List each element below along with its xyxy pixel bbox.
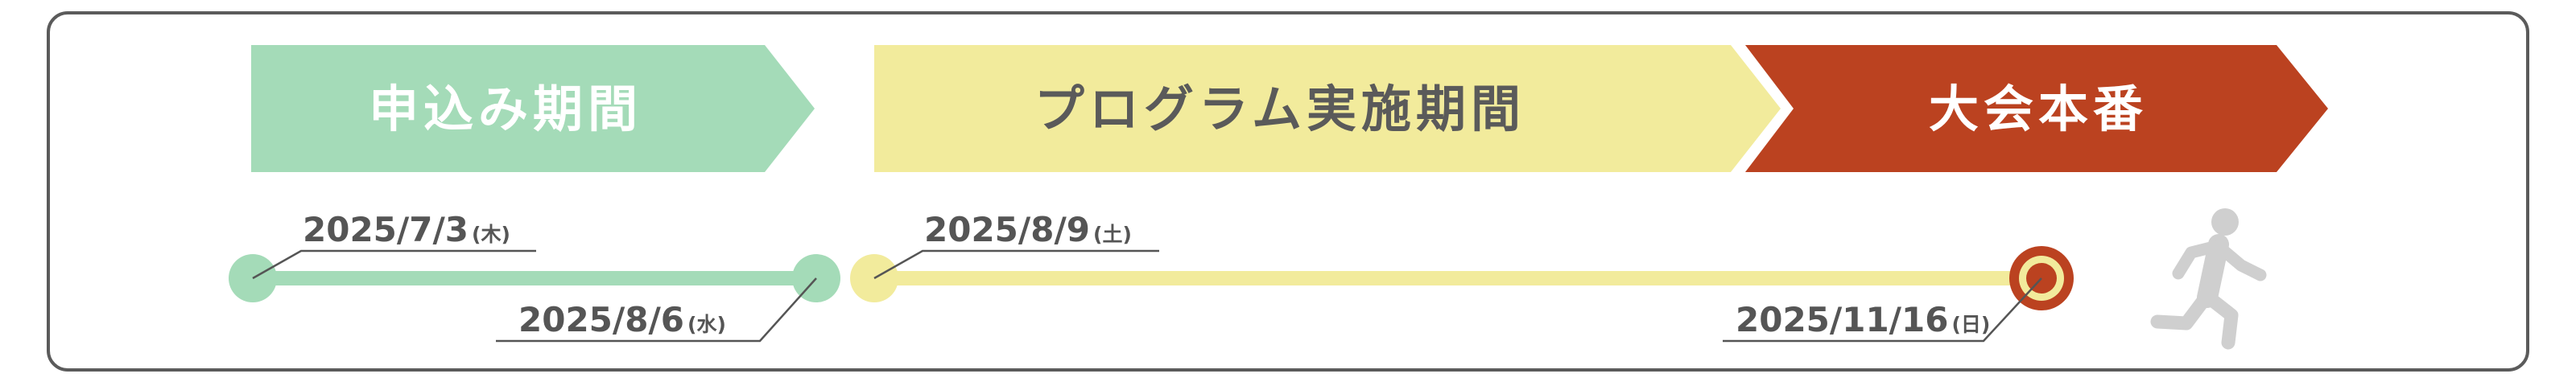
application-period-line [229,254,840,302]
tournament-arrow [1745,45,2328,172]
application-end-leader [496,277,817,343]
application-arrow [251,45,815,172]
program-start-date: 2025/8/9(土) [924,210,1132,249]
tournament-day-date: 2025/11/16(日) [1736,300,1990,339]
phase-banner-application: 申込み期間 [251,45,815,172]
application-start-date: 2025/7/3(木) [303,210,510,249]
program-start-leader [873,249,1159,280]
program-period-line [850,254,2049,302]
application-start-leader [252,249,536,280]
phase-banner-program: プログラム実施期間 [874,45,1781,172]
tournament-phase-label: 大会本番 [1929,80,2148,138]
tournament-day-leader [1723,277,2042,343]
phase-banner-tournament: 大会本番 [1745,45,2328,172]
running-person-icon [2150,208,2267,350]
program-arrow [874,45,1781,172]
application-phase-label: 申込み期間 [369,80,642,138]
application-end-date: 2025/8/6(水) [518,300,726,339]
program-phase-label: プログラム実施期間 [1034,80,1525,138]
